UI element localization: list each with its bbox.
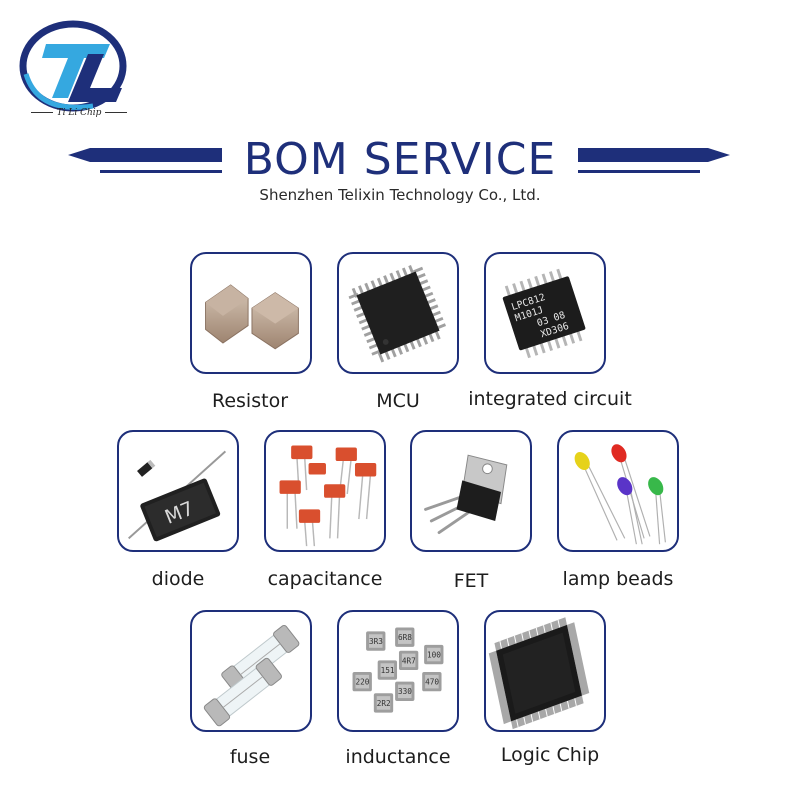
inductor-mark-9: 2R2 — [377, 699, 391, 708]
label-integrated-circuit: integrated circuit — [468, 388, 632, 410]
lqfp-logic-chip-icon — [488, 617, 590, 730]
to220-transistor-icon — [424, 454, 508, 535]
company-subtitle: Shenzhen Telixin Technology Co., Ltd. — [259, 186, 541, 204]
label-capacitance: capacitance — [267, 568, 383, 590]
label-fet: FET — [453, 570, 489, 592]
inductor-mark-1: 3R3 — [369, 637, 383, 646]
inductor-mark-4: 100 — [427, 650, 441, 659]
tssop-ic-icon: LPC812 M101J 03 08 XD306 — [502, 268, 586, 359]
label-lamp-beads: lamp beads — [562, 568, 674, 590]
tile-diode: M7 — [117, 430, 239, 552]
qfp-mcu-chip-icon — [348, 264, 447, 363]
smd-resistor-icon — [205, 284, 299, 350]
tile-capacitance — [264, 430, 386, 552]
smd-diode-icon: M7 — [128, 450, 227, 542]
label-inductance: inductance — [345, 746, 451, 768]
inductor-mark-3: 4R7 — [402, 656, 416, 665]
inductor-mark-6: 470 — [425, 678, 439, 687]
label-fuse: fuse — [229, 746, 271, 768]
logo-text: Ti Li Chip — [18, 108, 140, 118]
glass-fuse-icon — [203, 624, 300, 727]
inductor-mark-5: 151 — [381, 666, 395, 675]
tile-fet — [410, 430, 532, 552]
label-mcu: MCU — [376, 390, 420, 412]
inductor-mark-2: 6R8 — [398, 633, 412, 642]
tile-mcu — [337, 252, 459, 374]
inductor-mark-7: 220 — [355, 678, 369, 687]
smd-inductor-icon: 3R3 6R8 4R7 100 151 470 220 330 2R2 — [352, 627, 444, 713]
tile-logic-chip — [484, 610, 606, 732]
tile-fuse — [190, 610, 312, 732]
page-title: BOM SERVICE — [243, 134, 557, 185]
title-banner-decoration — [68, 148, 730, 173]
tile-resistor — [190, 252, 312, 374]
film-capacitor-icon — [279, 445, 377, 547]
label-resistor: Resistor — [212, 390, 288, 412]
label-diode: diode — [151, 568, 205, 590]
tile-inductance: 3R3 6R8 4R7 100 151 470 220 330 2R2 — [337, 610, 459, 732]
inductor-mark-8: 330 — [398, 687, 412, 696]
tile-integrated-circuit: LPC812 M101J 03 08 XD306 — [484, 252, 606, 374]
tile-lamp-beads — [557, 430, 679, 552]
label-logic-chip: Logic Chip — [500, 744, 600, 766]
led-beads-icon — [574, 444, 666, 545]
